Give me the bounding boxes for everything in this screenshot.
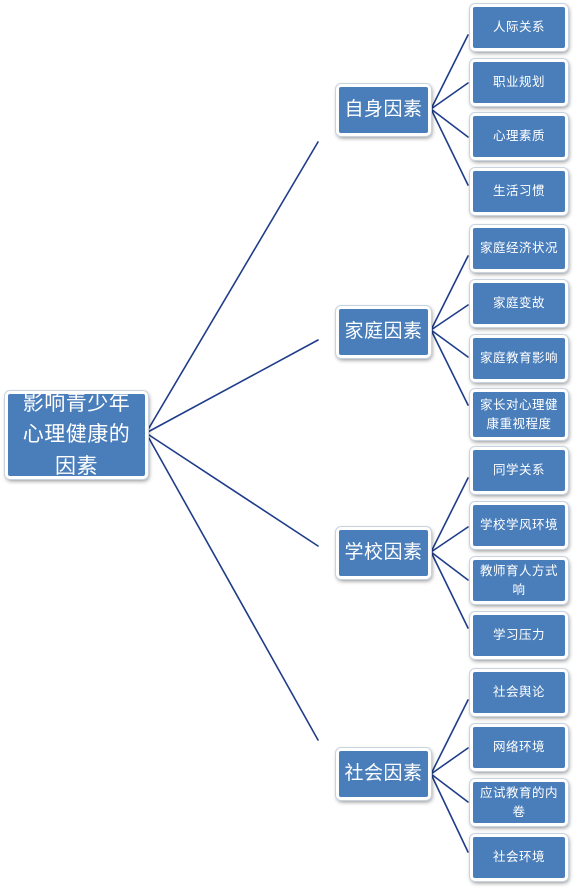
leaf-node: 应试教育的内卷 <box>470 779 568 826</box>
connector-root-cat-3 <box>145 432 319 741</box>
connector-cat-3-leaf-1 <box>430 747 469 775</box>
leaf-node: 职业规划 <box>470 59 568 106</box>
leaf-label: 应试教育的内卷 <box>479 785 558 819</box>
leaf-node: 网络环境 <box>470 724 568 771</box>
connector-cat-2-leaf-2 <box>430 551 469 581</box>
leaf-label: 人际关系 <box>492 19 545 35</box>
connector-cat-2-leaf-3 <box>430 551 469 629</box>
connector-root-cat-2 <box>145 432 319 547</box>
leaf-node: 生活习惯 <box>470 168 568 215</box>
leaf-label: 家长对心理健康重视程度 <box>479 397 558 431</box>
category-label: 自身因素 <box>344 98 423 121</box>
connector-cat-1-leaf-2 <box>430 329 469 358</box>
connector-cat-3-leaf-0 <box>430 699 469 775</box>
leaf-label: 心理素质 <box>492 128 545 144</box>
leaf-node: 家庭经济状况 <box>470 225 568 272</box>
connector-cat-2-leaf-0 <box>430 477 469 553</box>
leaf-node: 社会环境 <box>470 834 568 881</box>
leaf-node: 学习压力 <box>470 612 568 659</box>
category-node-self: 自身因素 <box>336 84 431 136</box>
leaf-node: 家庭教育影响 <box>470 335 568 382</box>
leaf-node: 学校学风环境 <box>470 502 568 549</box>
leaf-label: 社会舆论 <box>492 684 545 700</box>
connector-cat-1-leaf-0 <box>430 255 469 331</box>
category-node-school: 学校因素 <box>336 527 431 579</box>
leaf-label: 家庭变故 <box>492 295 545 311</box>
leaf-label: 家庭经济状况 <box>479 240 558 256</box>
connector-cat-1-leaf-3 <box>430 329 469 406</box>
connector-root-cat-1 <box>145 339 319 434</box>
category-node-society: 社会因素 <box>336 748 431 800</box>
connector-cat-0-leaf-3 <box>430 108 469 186</box>
leaf-node: 心理素质 <box>470 113 568 160</box>
leaf-label: 教师育人方式响 <box>479 563 558 597</box>
leaf-label: 学习压力 <box>492 627 545 643</box>
connector-cat-3-leaf-3 <box>430 773 469 853</box>
category-label: 家庭因素 <box>344 320 423 343</box>
root-label: 影响青少年心理健康的因素 <box>22 390 131 478</box>
category-label: 社会因素 <box>344 762 423 785</box>
leaf-node: 同学关系 <box>470 447 568 494</box>
leaf-node: 教师育人方式响 <box>470 557 568 604</box>
leaf-label: 学校学风环境 <box>479 517 558 533</box>
leaf-label: 社会环境 <box>492 849 545 865</box>
category-label: 学校因素 <box>344 541 423 564</box>
leaf-label: 生活习惯 <box>492 183 545 199</box>
connector-cat-0-leaf-0 <box>430 34 469 110</box>
connector-cat-1-leaf-1 <box>430 304 469 331</box>
root-node: 影响青少年心理健康的因素 <box>5 391 148 479</box>
leaf-label: 家庭教育影响 <box>479 350 558 366</box>
connector-cat-0-leaf-1 <box>430 82 469 110</box>
leaf-label: 同学关系 <box>492 462 545 478</box>
leaf-node: 家长对心理健康重视程度 <box>470 389 568 440</box>
leaf-node: 社会舆论 <box>470 669 568 716</box>
connector-cat-3-leaf-2 <box>430 773 469 803</box>
leaf-node: 家庭变故 <box>470 280 568 327</box>
category-node-family: 家庭因素 <box>336 306 431 358</box>
connector-root-cat-0 <box>145 141 319 434</box>
leaf-label: 网络环境 <box>492 739 545 755</box>
connector-cat-2-leaf-1 <box>430 526 469 553</box>
connector-cat-0-leaf-2 <box>430 108 469 138</box>
leaf-label: 职业规划 <box>492 74 545 90</box>
leaf-node: 人际关系 <box>470 4 568 51</box>
